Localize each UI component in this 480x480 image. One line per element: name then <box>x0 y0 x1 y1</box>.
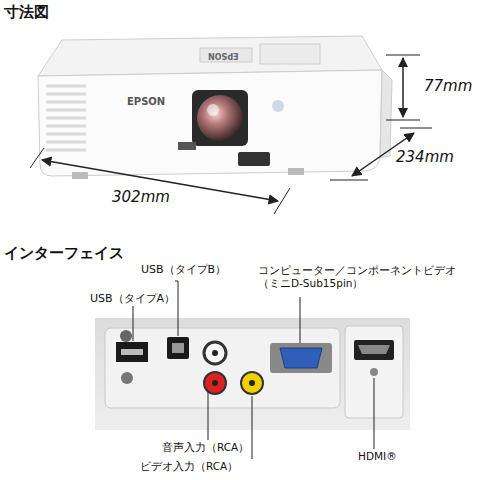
logo-mark <box>272 100 284 112</box>
sensor-window <box>238 152 270 166</box>
brand-logo: EPSON <box>127 96 165 109</box>
audio-l-jack <box>204 342 226 364</box>
projector-illustration <box>38 36 392 179</box>
jack-hole <box>249 380 255 386</box>
port-label: USB（タイプA） <box>88 292 177 306</box>
dimension-label: 77mm <box>424 77 472 96</box>
lens <box>197 95 243 141</box>
section-heading: 寸法図 <box>4 3 49 22</box>
port-label: HDMI® <box>356 450 399 463</box>
dimension-label: 302mm <box>112 188 170 207</box>
vent-slat <box>46 85 86 88</box>
focus-lever <box>178 142 196 150</box>
vga-shell <box>270 343 332 373</box>
dimension-line <box>386 55 420 120</box>
section-heading: インターフェイス <box>4 244 124 263</box>
vent-slat <box>46 149 86 152</box>
jack-hole <box>212 350 218 356</box>
hdmi-contacts <box>358 345 390 354</box>
audio-r-jack <box>204 372 226 394</box>
vent-slat <box>46 141 86 144</box>
projector-top <box>38 36 382 76</box>
port-label: コンピューター／コンポーネントビデオ （ミニD-Sub15pin） <box>258 264 463 290</box>
vent-slat <box>46 93 86 96</box>
panel-plate <box>105 328 340 408</box>
port-label: 音声入力（RCA） <box>160 441 251 454</box>
video-jack <box>241 372 263 394</box>
jack-hole <box>212 380 218 386</box>
lens-frame <box>192 90 248 146</box>
projector-front <box>38 70 382 176</box>
indicator <box>370 368 378 376</box>
port-label: USB（タイプB） <box>141 263 226 277</box>
brand-logo: EPSON <box>208 50 239 60</box>
vga-port <box>280 348 322 368</box>
screw <box>121 372 133 384</box>
dimension-label: 234mm <box>396 148 454 167</box>
screw <box>120 330 132 342</box>
usb-b-tongue <box>172 343 184 353</box>
vent-slat <box>46 109 86 112</box>
hdmi-port <box>354 340 394 360</box>
vent-slat <box>46 101 86 104</box>
lens-glint <box>207 104 219 116</box>
leader-line <box>133 281 374 459</box>
vent-slat <box>46 125 86 128</box>
top-panel <box>200 48 252 62</box>
vent-grille <box>46 86 86 150</box>
vent-slat <box>46 133 86 136</box>
port-label: ビデオ入力（RCA） <box>138 460 240 473</box>
usb-b-port <box>167 337 189 359</box>
dimension-line <box>30 148 290 214</box>
vent-slat <box>46 117 86 120</box>
usb-a-port <box>116 342 148 362</box>
foot <box>72 172 88 179</box>
foot <box>288 168 304 175</box>
control-panel <box>260 44 320 64</box>
projector-side <box>380 70 392 158</box>
usb-a-tongue <box>121 349 143 355</box>
